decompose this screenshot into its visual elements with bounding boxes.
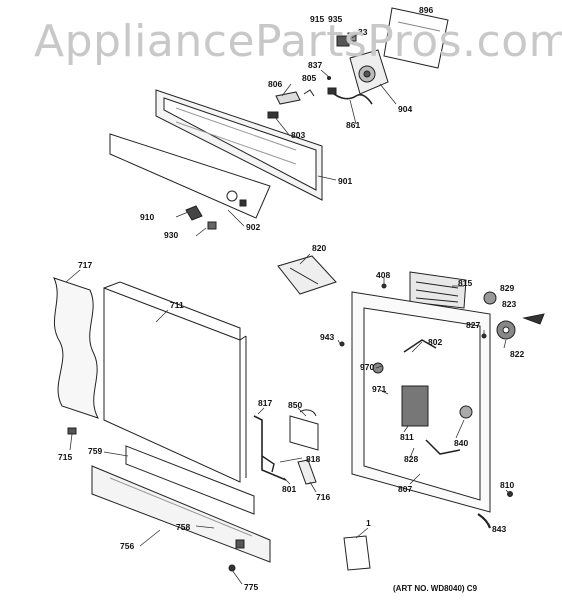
part-711-door-panel [103,281,247,483]
callout-775: 775 [244,582,258,592]
callout-837: 837 [308,60,322,70]
callout-716: 716 [316,492,330,502]
callout-807: 807 [398,484,412,494]
part-901-console [155,89,323,201]
callout-861: 861 [346,120,360,130]
callout-803: 803 [291,130,305,140]
callout-827: 827 [466,320,480,330]
callout-850: 850 [288,400,302,410]
callout-896: 896 [419,5,433,15]
part-902-panel [109,133,271,219]
callout-915: 915 [310,14,324,24]
callout-840: 840 [454,438,468,448]
part-910-knob [185,205,203,221]
part-817-818-hinge-arm [253,415,287,481]
callout-759: 759 [88,446,102,456]
part-759-756-kick-panel [91,445,271,563]
callout-810: 810 [500,480,514,490]
callout-901: 901 [338,176,352,186]
part-843-gasket [477,513,492,529]
part-775-screw [228,564,236,572]
callout-930: 930 [164,230,178,240]
leader-lines [65,31,511,585]
callout-408: 408 [376,270,390,280]
callout-943: 943 [320,332,334,342]
part-915-935-connector [336,32,357,47]
callout-802: 802 [428,337,442,347]
callout-823: 823 [502,299,516,309]
part-717-insulation [53,277,100,419]
callout-806: 806 [268,79,282,89]
callout-843: 843 [492,524,506,534]
part-850-bracket [289,409,319,451]
callout-805: 805 [302,73,316,83]
art-number-note: (ART NO. WD8040) C9 [393,584,478,593]
part-820-bracket [277,255,337,295]
callout-811: 811 [400,432,414,442]
callout-935: 935 [328,14,342,24]
callout-820: 820 [312,243,326,253]
callout-717: 717 [78,260,92,270]
callout-711: 711 [170,300,184,310]
part-861-harness [327,87,373,105]
callout-829: 829 [500,283,514,293]
callout-715: 715 [58,452,72,462]
callout-904: 904 [398,104,412,114]
callout-828: 828 [404,454,418,464]
callout-815: 815 [458,278,472,288]
callout-758: 758 [176,522,190,532]
part-807-inner-door [351,291,491,513]
part-904-timer [349,49,389,95]
callout-822: 822 [510,349,524,359]
callout-801: 801 [282,484,296,494]
part-815-vent [409,271,467,309]
part-715-screw [67,427,77,435]
callout-971: 971 [372,384,386,394]
part-930-clip [207,221,217,230]
callout-910: 910 [140,212,154,222]
callout-1: 1 [366,518,371,528]
callout-970: 970 [360,362,374,372]
callout-818: 818 [306,454,320,464]
callout-817: 817 [258,398,272,408]
part-1-literature [343,535,371,571]
watermark: AppliancePartsPros.com [34,16,562,67]
callout-33: 33 [358,27,368,37]
part-896-panel [383,7,449,69]
part-716-strike [297,459,317,485]
part-829-823-822-knobs [483,291,545,340]
callout-756: 756 [120,541,134,551]
callout-902: 902 [246,222,260,232]
